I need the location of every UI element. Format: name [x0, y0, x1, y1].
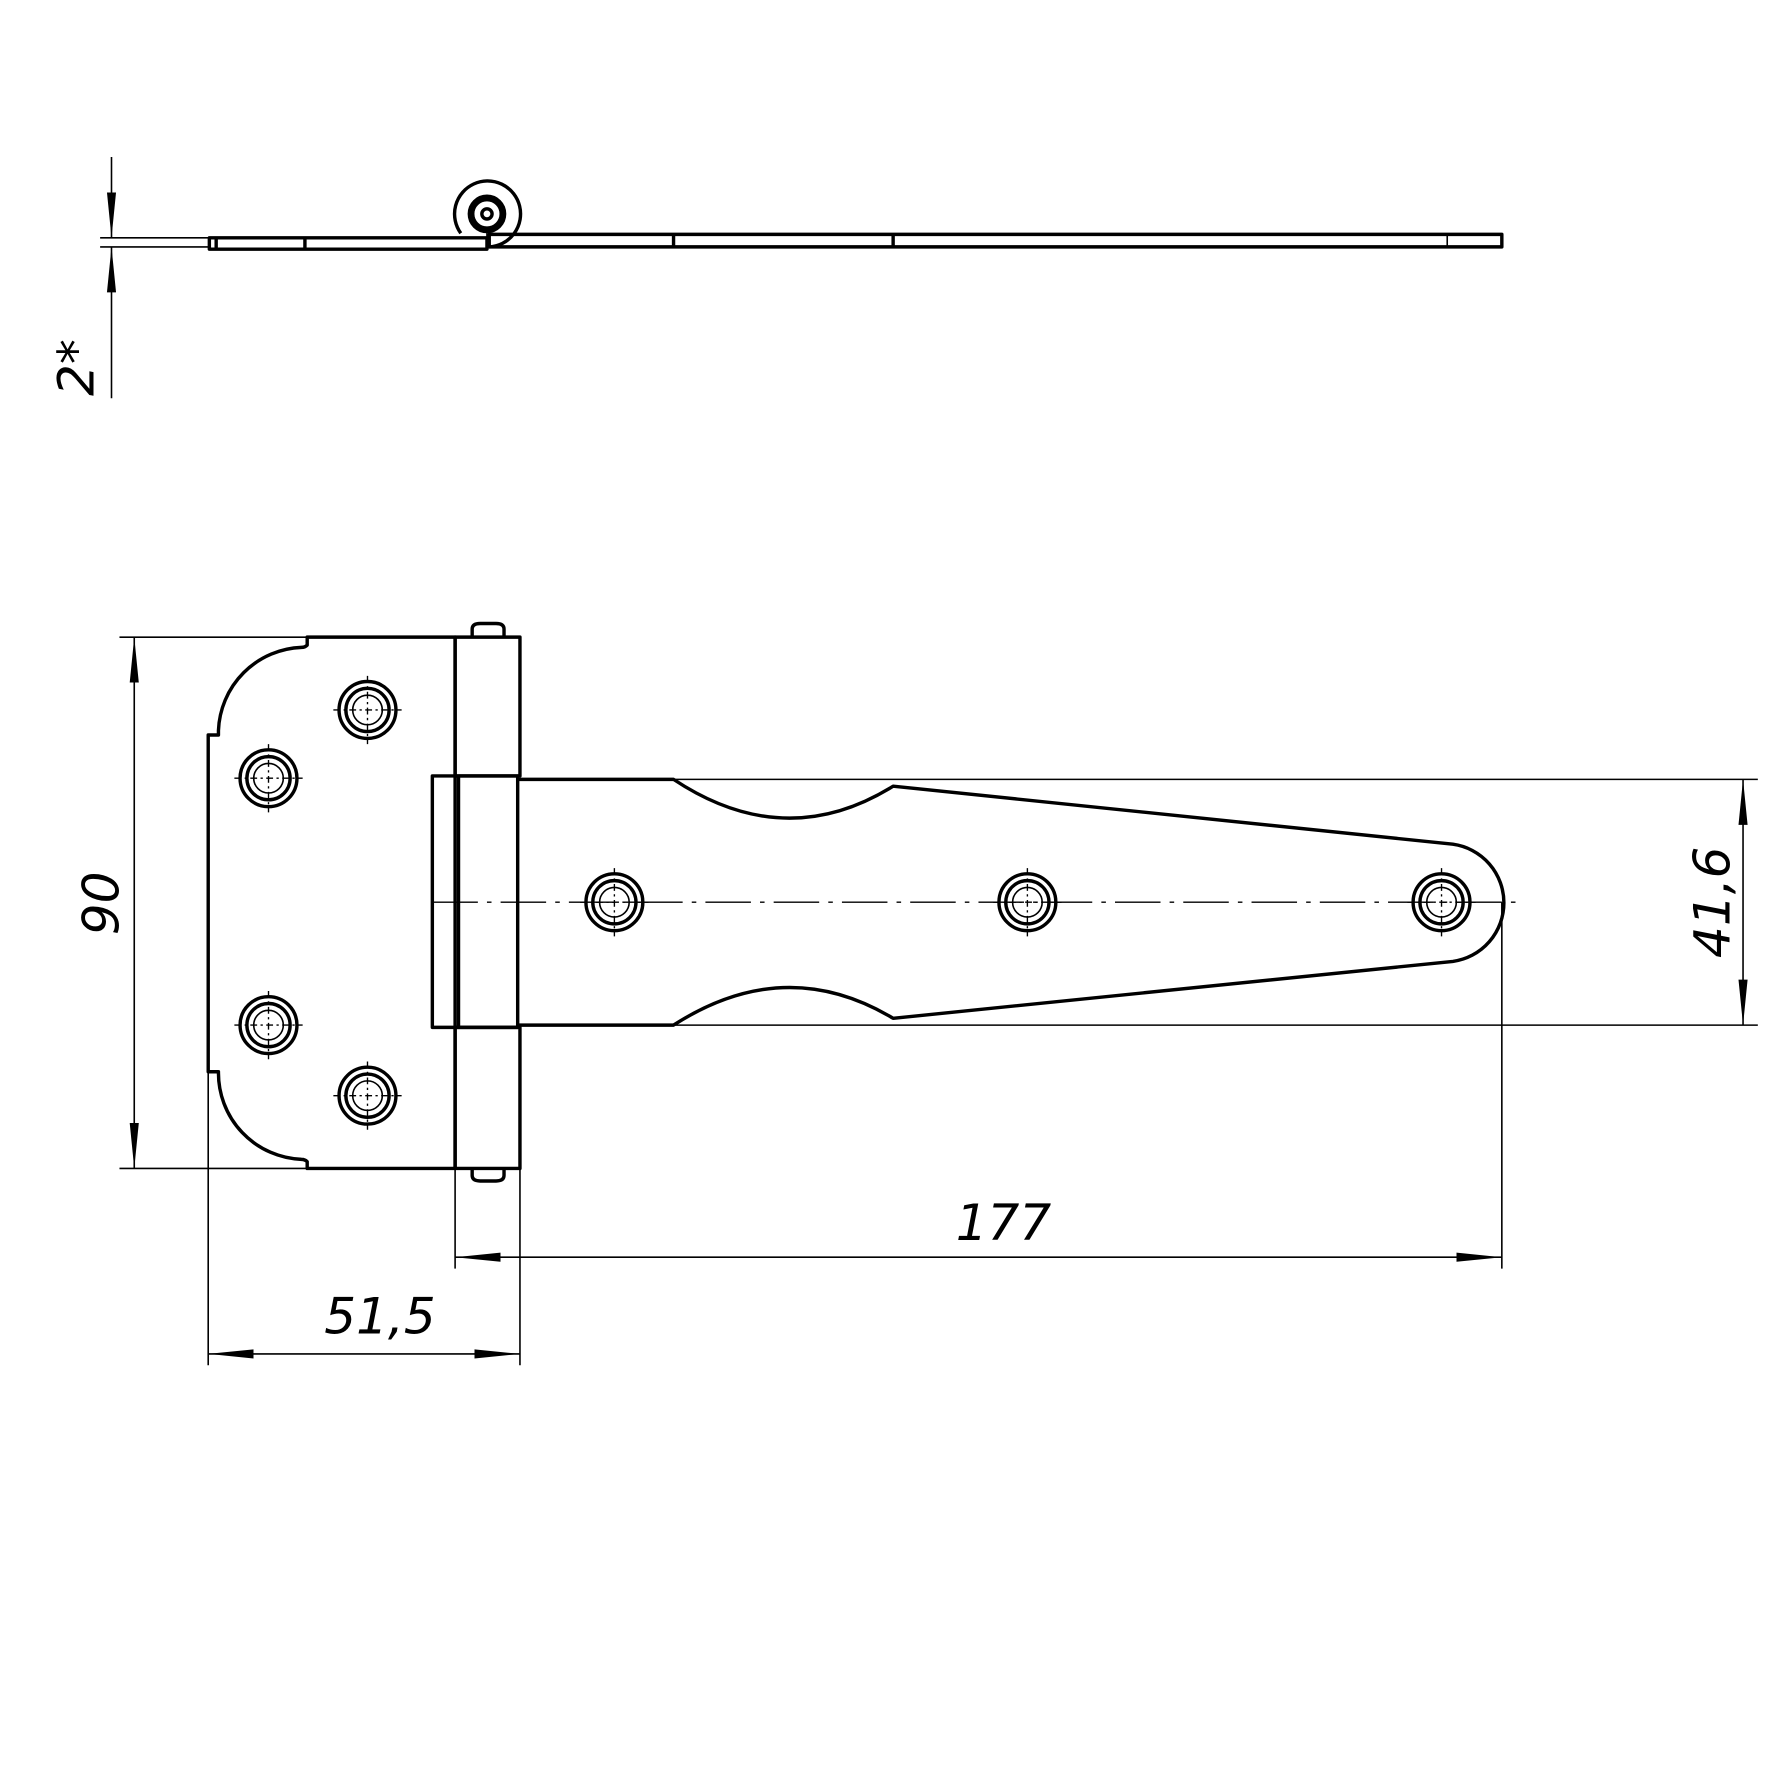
screw-hole	[1407, 868, 1476, 937]
front-view: 90 41,6 177 51,5	[72, 621, 1758, 1366]
dimension-label-strap-length: 177	[956, 1194, 1052, 1252]
screw-hole	[234, 744, 303, 813]
dimension-strap-length: 177	[454, 902, 1503, 1269]
screw-holes	[234, 675, 1476, 1130]
dimension-label-thickness: 2*	[47, 339, 105, 396]
dimension-label-leaf-width: 51,5	[324, 1287, 435, 1345]
dimension-label-height: 90	[72, 872, 130, 936]
screw-hole	[333, 1061, 402, 1130]
dimension-height: 90	[72, 636, 456, 1170]
top-view: 2*	[47, 157, 1504, 399]
dimension-strap-width: 41,6	[673, 778, 1758, 1026]
left-leaf	[206, 635, 457, 1171]
dimension-label-strap-width: 41,6	[1683, 847, 1741, 958]
strap-leaf	[517, 777, 1506, 1027]
knuckle-section	[452, 179, 523, 249]
screw-hole	[580, 868, 649, 937]
screw-hole	[234, 990, 303, 1060]
screw-hole	[333, 675, 402, 745]
dimension-thickness: 2*	[47, 157, 209, 399]
dimension-leaf-width: 51,5	[207, 1071, 521, 1366]
screw-hole	[993, 868, 1062, 937]
